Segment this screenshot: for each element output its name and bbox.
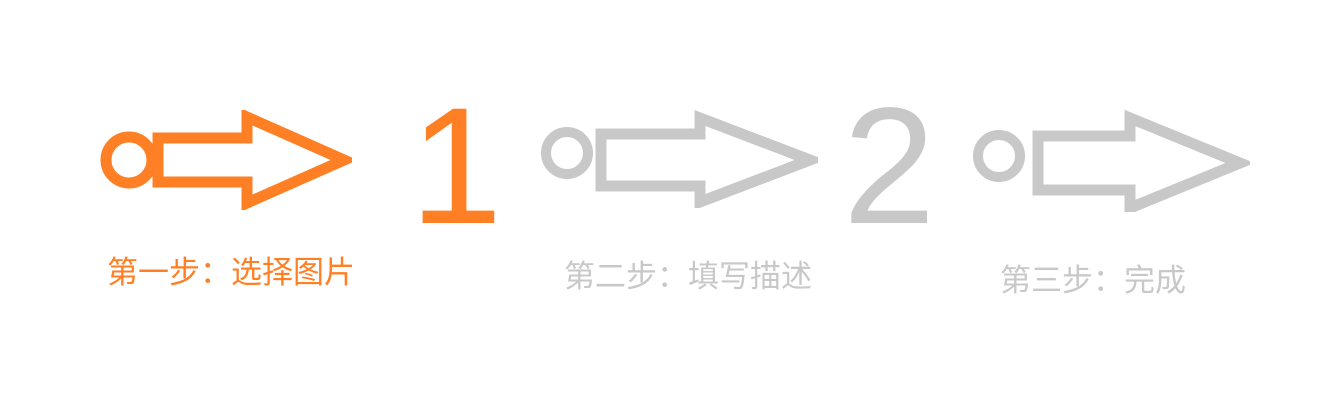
- step-label: 第二步：填写描述: [564, 259, 812, 295]
- key-arrow-icon: [538, 108, 818, 208]
- step-number: 2: [843, 74, 936, 259]
- step-label: 第三步：完成: [1000, 263, 1186, 299]
- key-arrow-icon: [970, 108, 1250, 212]
- step-label: 第一步：选择图片: [107, 255, 355, 291]
- step-number: 1: [410, 74, 503, 259]
- key-arrow-icon: [100, 110, 352, 210]
